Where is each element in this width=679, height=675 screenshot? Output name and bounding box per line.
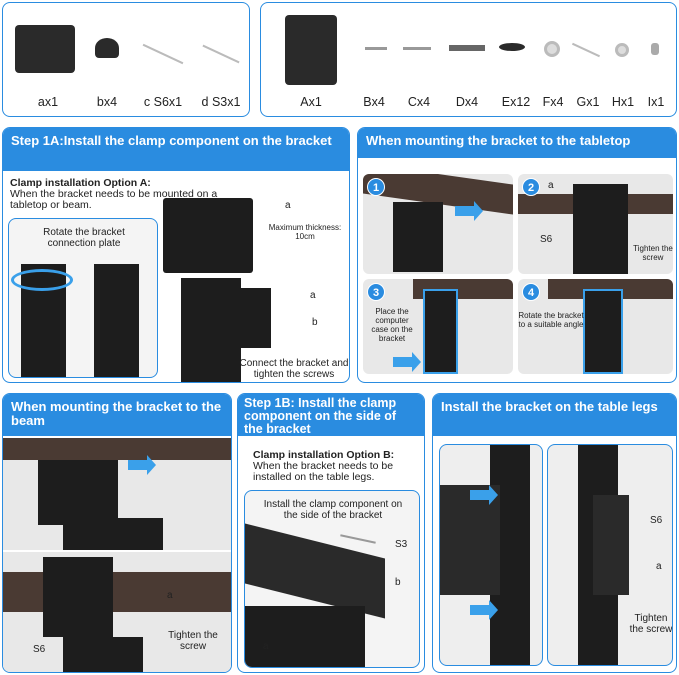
callout-a: a xyxy=(167,590,173,601)
part-label: Ax1 xyxy=(300,95,322,109)
callout-s3: S3 xyxy=(395,539,408,550)
tabletop-step-1-image: 1 xyxy=(363,174,513,274)
arrow-icon xyxy=(455,201,483,221)
beam-image-2: a S6 Tighten the screw xyxy=(3,552,231,672)
part-C-screw-image xyxy=(403,47,431,50)
option-b-text: When the bracket needs to be installed o… xyxy=(253,460,394,483)
table-legs-panel: Install the bracket on the table legs S6… xyxy=(432,393,677,673)
arrow-icon xyxy=(470,485,498,505)
tabletop-step-4-image: Rotate the bracket to a suitable angle 4 xyxy=(518,279,673,374)
hex-key-image xyxy=(340,534,376,544)
step-caption: Place the computer case on the bracket xyxy=(371,307,413,343)
part-I-screw-image xyxy=(651,43,659,55)
step-1a-panel: Step 1A:Install the clamp component on t… xyxy=(2,127,350,383)
clamp-plate-image xyxy=(241,288,271,348)
callout-a: a xyxy=(548,180,554,191)
part-B-screw-image xyxy=(365,47,387,50)
clamp-image xyxy=(163,198,253,273)
part-label: ax1 xyxy=(37,95,59,109)
step-number: 4 xyxy=(522,283,540,301)
legs-image-2: S6 a Tighten the screw xyxy=(547,444,673,666)
callout-s6: S6 xyxy=(540,234,553,245)
part-label: Fx4 xyxy=(542,95,564,109)
part-H-washer-image xyxy=(615,43,629,57)
arrow-icon xyxy=(470,600,498,620)
rotate-arrow-icon xyxy=(11,269,73,291)
step-number: 1 xyxy=(367,178,385,196)
step-1a-caption: Connect the bracket and tighten the scre… xyxy=(239,358,349,380)
part-F-washer-image xyxy=(544,41,560,57)
part-label: Gx1 xyxy=(576,95,600,109)
part-a-clamp-image xyxy=(15,25,75,73)
part-c-hex-key-image xyxy=(142,43,184,65)
inset-caption: Rotate the bracket connection plate xyxy=(43,227,125,249)
clamp-image xyxy=(245,523,385,619)
part-d-hex-key-image xyxy=(202,44,240,64)
part-G-hex-key-image xyxy=(571,42,601,58)
part-label: Ex12 xyxy=(501,95,531,109)
callout-b: b xyxy=(395,577,401,588)
step-1b-panel: Step 1B: Install the clamp component on … xyxy=(237,393,425,673)
tabletop-title: When mounting the bracket to the tableto… xyxy=(358,128,676,158)
inset-caption: Install the clamp component on the side … xyxy=(263,499,403,521)
table-legs-title: Install the bracket on the table legs xyxy=(433,394,676,436)
part-label: c S6x1 xyxy=(143,95,183,109)
step-caption: Tighten the screw xyxy=(633,244,673,262)
callout-a: a xyxy=(263,641,269,652)
part-E-pad-image xyxy=(499,43,525,51)
part-label: Cx4 xyxy=(407,95,431,109)
arrow-icon xyxy=(128,455,156,475)
callout-a: a xyxy=(656,561,662,572)
legs-caption: Tighten the screw xyxy=(629,613,673,635)
tabletop-step-3-image: Place the computer case on the bracket 3 xyxy=(363,279,513,374)
arrow-icon xyxy=(393,352,421,372)
bracket-image xyxy=(181,278,241,382)
part-A-bracket-image xyxy=(285,15,337,85)
max-thickness-label: Maximum thickness: 10cm xyxy=(268,223,342,241)
step-number: 3 xyxy=(367,283,385,301)
legs-image-1 xyxy=(439,444,543,666)
callout-a: a xyxy=(310,290,316,301)
step-caption: Rotate the bracket to a suitable angle xyxy=(518,311,584,329)
part-label: Ix1 xyxy=(647,95,665,109)
option-b-title: Clamp installation Option B: xyxy=(253,449,395,461)
part-label: d S3x1 xyxy=(201,95,241,109)
callout-a: a xyxy=(285,200,291,211)
step-number: 2 xyxy=(522,178,540,196)
bracket-image xyxy=(245,606,365,667)
beam-title: When mounting the bracket to the beam xyxy=(3,394,231,436)
parts-list-small: ax1 bx4 c S6x1 d S3x1 xyxy=(2,2,250,117)
parts-list-large: Ax1 Bx4 Cx4 Dx4 Ex12 Fx4 Gx1 Hx1 Ix1 xyxy=(260,2,677,117)
step-1a-title: Step 1A:Install the clamp component on t… xyxy=(3,128,349,171)
part-label: Bx4 xyxy=(363,95,385,109)
beam-panel: When mounting the bracket to the beam a … xyxy=(2,393,232,673)
bracket-image xyxy=(94,264,139,377)
rotate-plate-inset: Rotate the bracket connection plate xyxy=(8,218,158,378)
part-label: bx4 xyxy=(96,95,118,109)
callout-s6: S6 xyxy=(33,644,46,655)
part-label: Dx4 xyxy=(455,95,479,109)
tabletop-step-2-image: a S6 Tighten the screw 2 xyxy=(518,174,673,274)
beam-image-1 xyxy=(3,438,231,550)
tabletop-panel: When mounting the bracket to the tableto… xyxy=(357,127,677,383)
part-label: Hx1 xyxy=(611,95,635,109)
step-1b-title: Step 1B: Install the clamp component on … xyxy=(238,394,424,436)
callout-b: b xyxy=(312,317,318,328)
option-a-text: When the bracket needs to be mounted on … xyxy=(10,188,218,211)
beam-caption: Tighten the screw xyxy=(168,630,218,652)
part-b-knob-image xyxy=(95,38,119,58)
option-a-title: Clamp installation Option A: xyxy=(10,177,151,189)
side-clamp-inset: Install the clamp component on the side … xyxy=(244,490,420,668)
callout-s6: S6 xyxy=(650,515,663,526)
part-D-anchor-image xyxy=(449,45,485,51)
